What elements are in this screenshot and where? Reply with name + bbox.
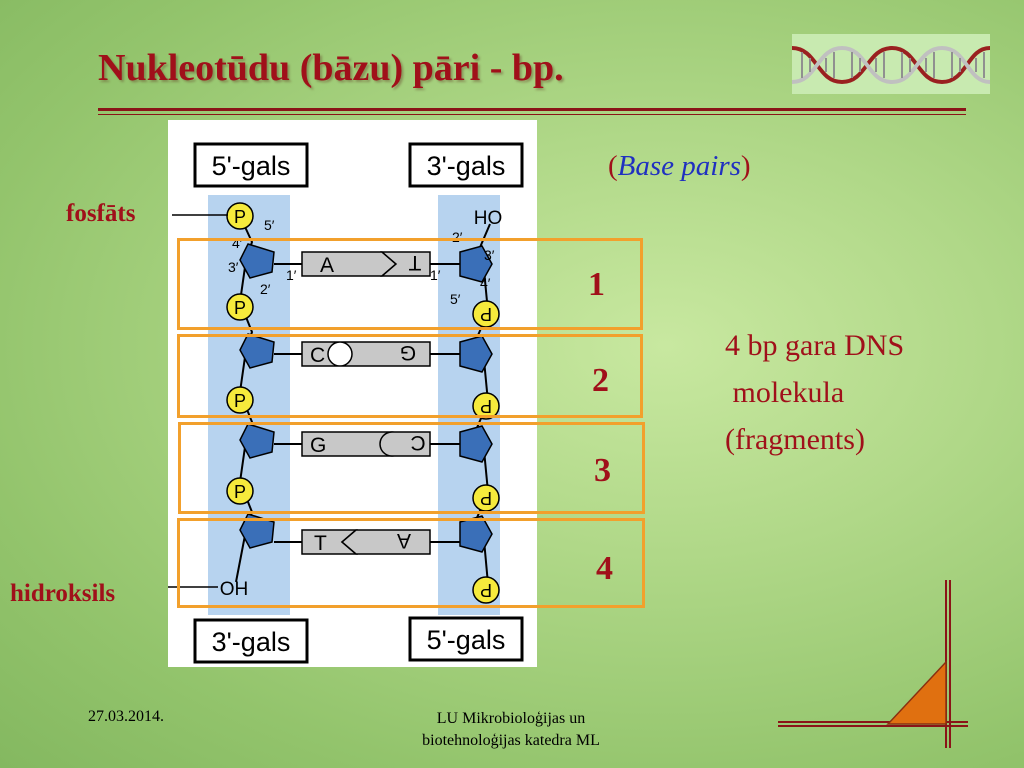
sugar-left-3 [239, 423, 275, 459]
slide-title: Nukleotūdu (bāzu) pāri - bp. [98, 47, 564, 89]
pair-number-1: 1 [588, 266, 605, 303]
end-box-bottom-left: 3'-gals [193, 618, 309, 664]
base-pairs-subtitle: (Base pairs) [608, 150, 751, 182]
svg-text:P: P [234, 207, 246, 227]
phosphate-right-4: P [472, 576, 500, 604]
svg-text:2′: 2′ [452, 229, 463, 245]
sugar-left-2 [239, 333, 275, 369]
phosphate-leader-line [172, 214, 228, 216]
svg-text:A: A [320, 254, 334, 277]
phosphate-left-4: P [226, 477, 254, 505]
dna-helix-logo [792, 34, 990, 94]
phosphate-left-2: P [226, 293, 254, 321]
svg-text:5'-gals: 5'-gals [212, 151, 291, 181]
base-pair-2: C G [274, 341, 460, 367]
svg-text:G: G [310, 434, 326, 457]
title-underline [98, 108, 966, 111]
oh-label: OH [220, 579, 249, 600]
corner-decoration [778, 580, 968, 748]
molecule-description: 4 bp gara DNS molekula (fragments) [725, 329, 905, 456]
svg-text:5′: 5′ [264, 217, 275, 233]
svg-text:T: T [408, 251, 421, 274]
svg-text:2′: 2′ [260, 281, 271, 297]
svg-text:P: P [234, 482, 246, 502]
svg-text:P: P [234, 298, 246, 318]
phosphate-left-1: P [226, 202, 254, 230]
base-pair-1: A T [274, 251, 460, 277]
pair-number-3: 3 [594, 452, 611, 489]
ho-label: HO [474, 208, 503, 229]
base-pair-3: G C [274, 431, 460, 457]
svg-text:3'-gals: 3'-gals [427, 151, 506, 181]
sugar-right-2 [459, 335, 493, 373]
svg-text:4′: 4′ [480, 275, 491, 291]
svg-text:5′: 5′ [450, 291, 461, 307]
svg-text:1′: 1′ [286, 267, 297, 283]
end-box-bottom-right: 5'-gals [408, 616, 524, 662]
hydroxyl-label: hidroksils [10, 580, 116, 607]
base-pair-box-4 [177, 518, 645, 608]
end-box-top-right: 3'-gals [408, 142, 524, 188]
base-pair-box-2 [177, 334, 643, 418]
base-pair-box-3 [178, 422, 645, 514]
svg-text:P: P [480, 304, 492, 324]
pair-number-4: 4 [596, 550, 613, 587]
svg-text:G: G [400, 341, 416, 364]
svg-text:3′: 3′ [228, 259, 239, 275]
svg-text:C: C [310, 344, 325, 367]
pair-number-2: 2 [592, 362, 609, 399]
phosphate-left-3: P [226, 386, 254, 414]
svg-text:3'-gals: 3'-gals [212, 627, 291, 657]
svg-text:1′: 1′ [430, 267, 441, 283]
sugar-right-3 [459, 425, 493, 463]
dna-base-pair-figure: 5'-gals 3'-gals 3'-gals 5'-gals [168, 120, 537, 667]
base-pair-4: T A [274, 529, 460, 555]
phosphate-right-3: P [472, 484, 500, 512]
sugar-left-1 [239, 243, 275, 279]
svg-text:P: P [480, 396, 492, 416]
end-box-top-left: 5'-gals [193, 142, 309, 188]
svg-text:P: P [480, 488, 492, 508]
svg-text:3′: 3′ [484, 247, 495, 263]
svg-text:P: P [234, 391, 246, 411]
title-underline-thin [98, 114, 966, 115]
base-pair-box-1 [177, 238, 643, 330]
phosphate-label: fosfāts [66, 200, 136, 227]
phosphate-right-2: P [472, 392, 500, 420]
svg-text:C: C [410, 431, 425, 454]
sugar-right-1 [459, 245, 493, 283]
carbon-labels: 5′ 4′ 3′ 2′ 1′ 2′ 3′ 1′ 4′ 5′ [228, 217, 495, 307]
footer-date: 27.03.2014. [88, 708, 164, 725]
svg-text:4′: 4′ [232, 235, 243, 251]
hydroxyl-leader-line [168, 586, 218, 588]
footer-organization: LU Mikrobioloģijas un biotehnoloģijas ka… [422, 710, 600, 749]
svg-text:T: T [314, 532, 327, 555]
svg-text:5'-gals: 5'-gals [427, 625, 506, 655]
svg-text:P: P [480, 580, 492, 600]
svg-text:A: A [397, 529, 411, 552]
